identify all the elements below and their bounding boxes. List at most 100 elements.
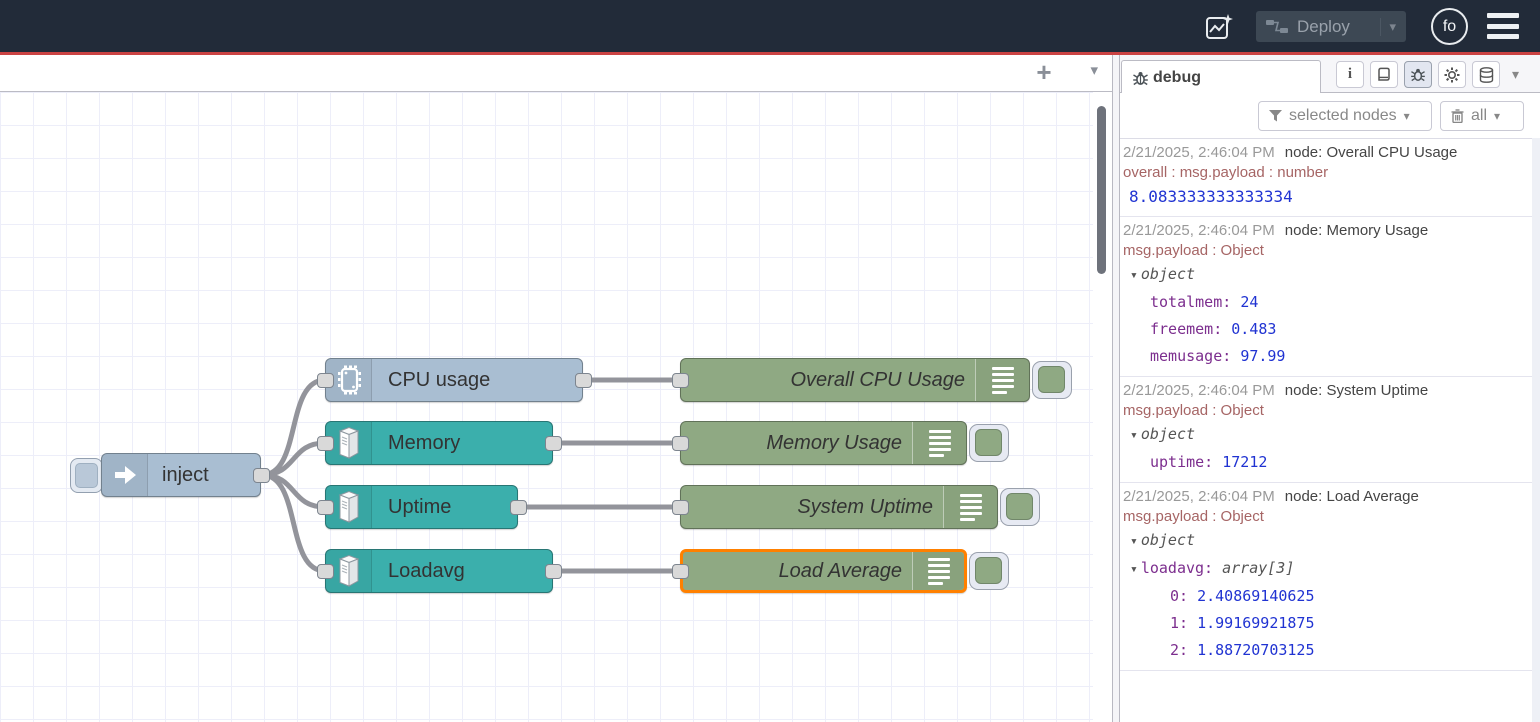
context-data-tab-button[interactable] bbox=[1472, 61, 1500, 88]
tab-debug[interactable]: debug bbox=[1121, 60, 1321, 94]
config-tab-button[interactable] bbox=[1438, 61, 1466, 88]
debug-message[interactable]: 2/21/2025, 2:46:04 PMnode: Memory Usage … bbox=[1120, 217, 1532, 377]
node-label: Loadavg bbox=[388, 550, 465, 592]
port-in-debug-memory-usage[interactable] bbox=[672, 436, 689, 451]
sidebar-panel: debug i bbox=[1120, 55, 1540, 722]
tree-object-row[interactable]: object bbox=[1123, 421, 1526, 449]
debug-icon-section bbox=[912, 552, 964, 590]
sidebar-scrollbar-track[interactable] bbox=[1532, 138, 1540, 722]
node-label: CPU usage bbox=[388, 359, 490, 401]
message-property: overall : msg.payload : number bbox=[1123, 163, 1526, 183]
database-icon bbox=[1479, 67, 1494, 83]
export-image-button[interactable] bbox=[1201, 9, 1237, 45]
port-out-uptime[interactable] bbox=[510, 500, 527, 515]
node-debug-load-average[interactable]: Load Average bbox=[680, 549, 967, 593]
port-out-memory[interactable] bbox=[545, 436, 562, 451]
node-label: System Uptime bbox=[797, 486, 933, 528]
tree-key: totalmem: bbox=[1150, 293, 1231, 311]
tree-key-value-row: freemem: 0.483 bbox=[1123, 316, 1526, 343]
sidebar-resize-handle[interactable] bbox=[1112, 55, 1120, 722]
sidebar-tab-bar: debug i bbox=[1120, 55, 1540, 93]
tree-value: 0.483 bbox=[1231, 320, 1276, 338]
tree-array-item: 1: 1.99169921875 bbox=[1123, 610, 1526, 637]
node-memory[interactable]: Memory bbox=[325, 421, 553, 465]
port-in-memory[interactable] bbox=[317, 436, 334, 451]
node-debug-memory-usage[interactable]: Memory Usage bbox=[680, 421, 967, 465]
message-timestamp: 2/21/2025, 2:46:04 PM bbox=[1123, 144, 1275, 161]
user-avatar[interactable]: fo bbox=[1431, 8, 1468, 45]
add-flow-button[interactable]: + bbox=[1028, 58, 1060, 88]
server-icon bbox=[334, 490, 364, 524]
message-node-name: node: Memory Usage bbox=[1285, 222, 1428, 239]
main-menu-button[interactable] bbox=[1487, 13, 1519, 39]
port-in-debug-load-average[interactable] bbox=[672, 564, 689, 579]
node-loadavg[interactable]: Loadavg bbox=[325, 549, 553, 593]
tree-key: freemem: bbox=[1150, 320, 1222, 338]
inject-trigger-button-face bbox=[75, 463, 98, 488]
port-in-debug-overall-cpu[interactable] bbox=[672, 373, 689, 388]
port-out-inject[interactable] bbox=[253, 468, 270, 483]
inject-icon-section bbox=[102, 454, 148, 496]
debug-message-list[interactable]: 2/21/2025, 2:46:04 PMnode: Overall CPU U… bbox=[1120, 138, 1532, 722]
message-timestamp: 2/21/2025, 2:46:04 PM bbox=[1123, 222, 1275, 239]
node-label: Overall CPU Usage bbox=[790, 359, 965, 401]
clear-all-button[interactable]: all ▾ bbox=[1440, 101, 1524, 131]
deploy-button-label: Deploy bbox=[1297, 17, 1380, 37]
tree-object-row[interactable]: object bbox=[1123, 527, 1526, 555]
info-tab-button[interactable]: i bbox=[1336, 61, 1364, 88]
node-label: inject bbox=[162, 454, 209, 496]
node-debug-overall-cpu[interactable]: Overall CPU Usage bbox=[680, 358, 1030, 402]
debug-toggle-load-average[interactable] bbox=[969, 552, 1009, 590]
deploy-options-caret-icon[interactable]: ▾ bbox=[1380, 18, 1396, 36]
deploy-button[interactable]: Deploy ▾ bbox=[1256, 11, 1406, 42]
book-icon bbox=[1376, 67, 1392, 82]
tree-key: loadavg: bbox=[1141, 559, 1213, 577]
inject-trigger-button[interactable] bbox=[70, 458, 103, 493]
node-inject[interactable]: inject bbox=[101, 453, 261, 497]
clear-button-label: all bbox=[1471, 107, 1487, 125]
port-in-uptime[interactable] bbox=[317, 500, 334, 515]
tree-object-label: object bbox=[1141, 265, 1195, 283]
help-tab-button[interactable] bbox=[1370, 61, 1398, 88]
debug-toggle-memory-usage[interactable] bbox=[969, 424, 1009, 462]
node-cpu-usage[interactable]: CPU usage bbox=[325, 358, 583, 402]
sidebar-options-caret-icon[interactable]: ▾ bbox=[1512, 66, 1519, 83]
cpu-chip-icon bbox=[334, 364, 364, 396]
message-timestamp: 2/21/2025, 2:46:04 PM bbox=[1123, 488, 1275, 505]
canvas-vertical-scrollbar[interactable] bbox=[1097, 106, 1106, 274]
tree-value: 17212 bbox=[1222, 453, 1267, 471]
debug-console-icon bbox=[929, 430, 951, 457]
filter-selected-nodes-button[interactable]: selected nodes ▾ bbox=[1258, 101, 1432, 131]
node-label: Load Average bbox=[779, 552, 902, 594]
header-bar: Deploy ▾ fo bbox=[0, 0, 1540, 52]
node-label: Uptime bbox=[388, 486, 451, 528]
message-property: msg.payload : Object bbox=[1123, 401, 1526, 421]
port-in-loadavg[interactable] bbox=[317, 564, 334, 579]
node-label: Memory bbox=[388, 422, 460, 464]
node-uptime[interactable]: Uptime bbox=[325, 485, 518, 529]
tree-array-row[interactable]: loadavg: array[3] bbox=[1123, 555, 1526, 583]
port-in-debug-system-uptime[interactable] bbox=[672, 500, 689, 515]
inject-arrow-icon bbox=[112, 463, 138, 487]
debug-toggle-overall-cpu[interactable] bbox=[1032, 361, 1072, 399]
tree-object-row[interactable]: object bbox=[1123, 261, 1526, 289]
bug-icon bbox=[1410, 67, 1426, 82]
flow-list-caret-icon[interactable]: ▾ bbox=[1090, 61, 1098, 79]
port-in-cpu[interactable] bbox=[317, 373, 334, 388]
debug-toggle-system-uptime[interactable] bbox=[1000, 488, 1040, 526]
gear-icon bbox=[1444, 67, 1460, 83]
flow-canvas[interactable] bbox=[0, 92, 1093, 722]
debug-message[interactable]: 2/21/2025, 2:46:04 PMnode: Overall CPU U… bbox=[1120, 139, 1532, 217]
message-node-name: node: Load Average bbox=[1285, 488, 1419, 505]
tree-value: 24 bbox=[1240, 293, 1258, 311]
debug-message[interactable]: 2/21/2025, 2:46:04 PMnode: System Uptime… bbox=[1120, 377, 1532, 483]
node-debug-system-uptime[interactable]: System Uptime bbox=[680, 485, 998, 529]
port-out-cpu[interactable] bbox=[575, 373, 592, 388]
debug-message[interactable]: 2/21/2025, 2:46:04 PMnode: Load Average … bbox=[1120, 483, 1532, 671]
sidebar-tab-label: debug bbox=[1153, 69, 1201, 87]
debug-tab-button[interactable] bbox=[1404, 61, 1432, 88]
deploy-icon bbox=[1266, 19, 1288, 34]
port-out-loadavg[interactable] bbox=[545, 564, 562, 579]
tree-index: 1: bbox=[1170, 614, 1188, 632]
message-property: msg.payload : Object bbox=[1123, 507, 1526, 527]
